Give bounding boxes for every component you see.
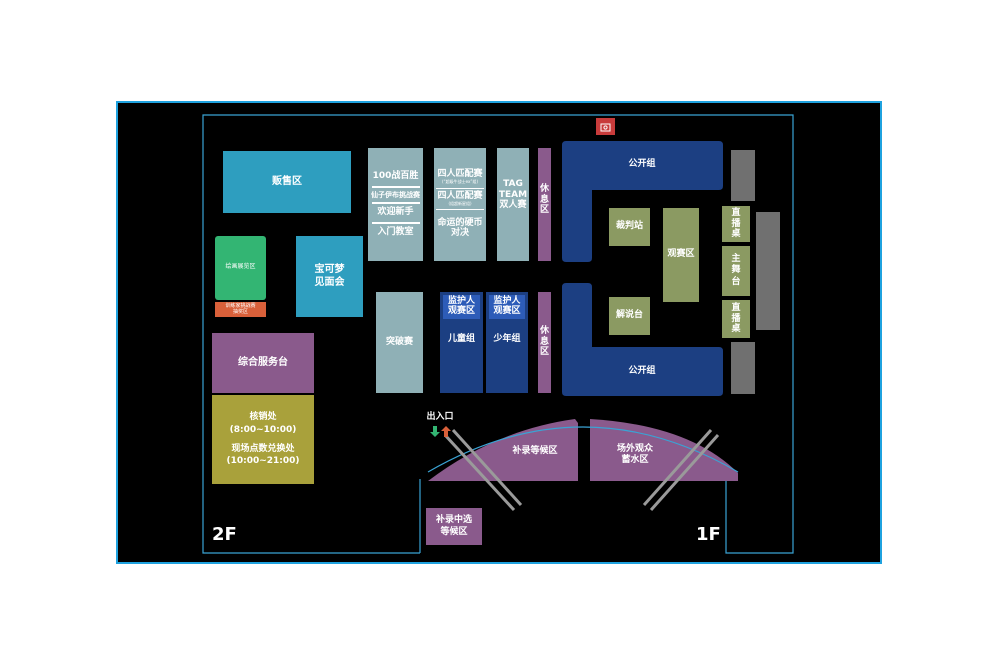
grey-block-right [756, 212, 780, 330]
tag-team-zone[interactable] [497, 148, 529, 261]
referee-zone[interactable] [609, 208, 650, 246]
breakthrough-zone[interactable] [376, 292, 423, 393]
floor-2f-label: 2F [212, 524, 237, 545]
guardian-zone-1[interactable] [443, 295, 480, 319]
outdoor-zone[interactable] [590, 419, 738, 481]
open-group-bottom-zone[interactable] [562, 283, 723, 396]
viewing-zone[interactable] [663, 208, 699, 302]
arc-line [427, 426, 739, 473]
ramp-right [642, 429, 720, 511]
main-stage-zone[interactable] [722, 246, 750, 296]
events-col1-zone[interactable] [368, 148, 423, 261]
events-col2-zone[interactable] [434, 148, 486, 261]
verification-zone[interactable] [212, 395, 314, 484]
open-group-top-zone[interactable] [562, 141, 723, 262]
grey-block-bottom [731, 342, 755, 394]
trainer-challenge-zone[interactable] [215, 302, 266, 317]
exhibit-zone[interactable] [215, 236, 266, 300]
grey-block-top [731, 150, 755, 201]
floor-1f-label: 1F [696, 524, 721, 545]
live-desk-top-zone[interactable] [722, 206, 750, 242]
top-marker[interactable] [596, 118, 615, 135]
rest-zone-top[interactable] [538, 148, 551, 261]
guardian-zone-2[interactable] [489, 295, 525, 319]
camera-icon [600, 123, 611, 132]
service-desk-zone[interactable] [212, 333, 314, 393]
up-down-arrows-icon [430, 426, 451, 437]
pokemon-meet-zone[interactable] [296, 236, 363, 317]
rest-zone-bottom[interactable] [538, 292, 551, 393]
ramp-left [443, 428, 523, 512]
sales-zone[interactable] [223, 151, 351, 213]
waiting-zone[interactable] [428, 419, 578, 481]
selection-waiting-zone[interactable] [426, 508, 482, 545]
venue-wall [202, 114, 794, 554]
commentary-zone[interactable] [609, 297, 650, 335]
live-desk-bottom-zone[interactable] [722, 300, 750, 338]
